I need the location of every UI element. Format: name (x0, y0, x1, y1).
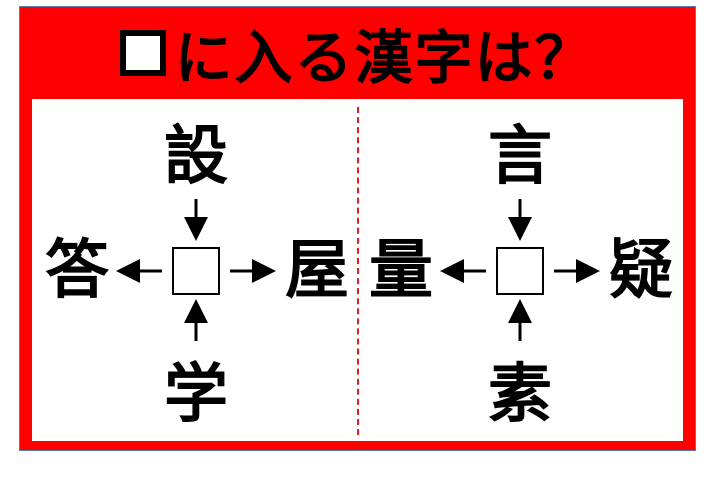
blank-square (496, 247, 544, 295)
kanji-right: 疑 (609, 234, 673, 308)
quiz-frame: に入る漢字は？ 設 答 屋 学 (19, 6, 696, 451)
blank-square (172, 247, 220, 295)
kanji-left: 量 (369, 234, 433, 308)
quiz-title: に入る漢字は？ (20, 7, 695, 99)
arrows-icon (116, 199, 276, 341)
kanji-bottom: 学 (164, 358, 228, 432)
puzzle-panel: 設 答 屋 学 言 量 疑 素 (32, 99, 683, 441)
blank-box-icon (120, 30, 167, 76)
kanji-left: 答 (45, 234, 109, 308)
dashed-divider (357, 107, 359, 435)
kanji-top: 言 (488, 120, 552, 194)
kanji-top: 設 (164, 120, 228, 194)
kanji-bottom: 素 (488, 358, 552, 432)
puzzle-2: 言 量 疑 素 (358, 99, 683, 441)
puzzle-1: 設 答 屋 学 (32, 99, 357, 441)
arrows-icon (440, 199, 600, 341)
kanji-right: 屋 (285, 234, 349, 308)
title-text: に入る漢字は？ (174, 24, 595, 92)
